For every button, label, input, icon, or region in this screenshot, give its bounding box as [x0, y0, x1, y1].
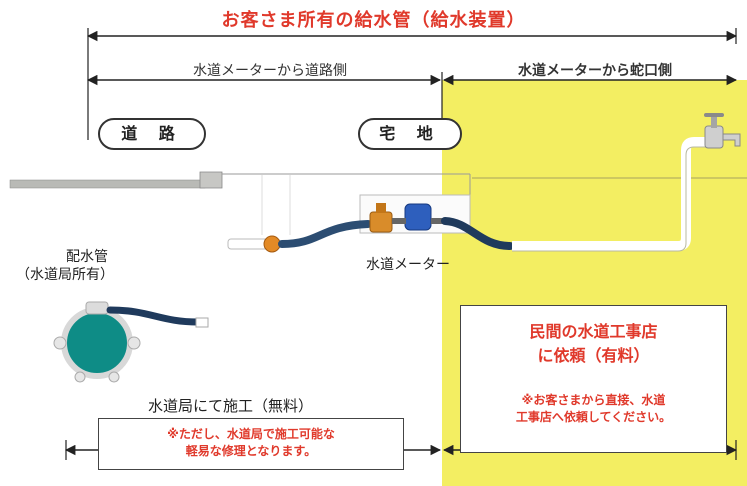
private-works-heading-line1: 民間の水道工事店 [529, 322, 658, 341]
water-meter-label: 水道メーター [366, 257, 450, 273]
water-meter-icon [404, 203, 432, 231]
faucet-side-label: 水道メーターから蛇口側 [518, 63, 672, 79]
house-supply-pipe [512, 137, 710, 251]
residence-zone-label: 宅 地 [358, 118, 462, 150]
curb [199, 171, 223, 189]
private-works-heading-line2: に依頼（有料） [537, 346, 650, 365]
public-works-heading: 水道局にて施工（無料） [148, 397, 314, 415]
public-works-note-box: ※ただし、水道局で施工可能な 軽易な修理となります。 [98, 418, 404, 470]
public-works-note-line1: ※ただし、水道局で施工可能な [167, 427, 335, 441]
road-stop-valve [263, 235, 281, 253]
road-side-label: 水道メーターから道路側 [193, 63, 347, 79]
private-works-box: 民間の水道工事店 に依頼（有料） ※お客さまから直接、水道 工事店へ依頼してくだ… [460, 305, 727, 453]
meter-stop-valve [369, 211, 393, 233]
private-works-note-line2: 工事店へ依頼してください。 [515, 410, 672, 424]
faucet-icon [704, 113, 741, 149]
main-distribution-pipe [53, 301, 141, 383]
public-works-note-line2: 軽易な修理となります。 [185, 444, 317, 458]
diagram-title: お客さま所有の給水管（給水装置） [221, 10, 526, 31]
main-pipe-owner-label: （水道局所有） [16, 267, 114, 283]
main-pipe-label: 配水管 [66, 249, 108, 265]
road-surface [9, 179, 206, 189]
private-works-note-line1: ※お客さまから直接、水道 [521, 393, 666, 407]
road-zone-label: 道 路 [98, 118, 206, 150]
